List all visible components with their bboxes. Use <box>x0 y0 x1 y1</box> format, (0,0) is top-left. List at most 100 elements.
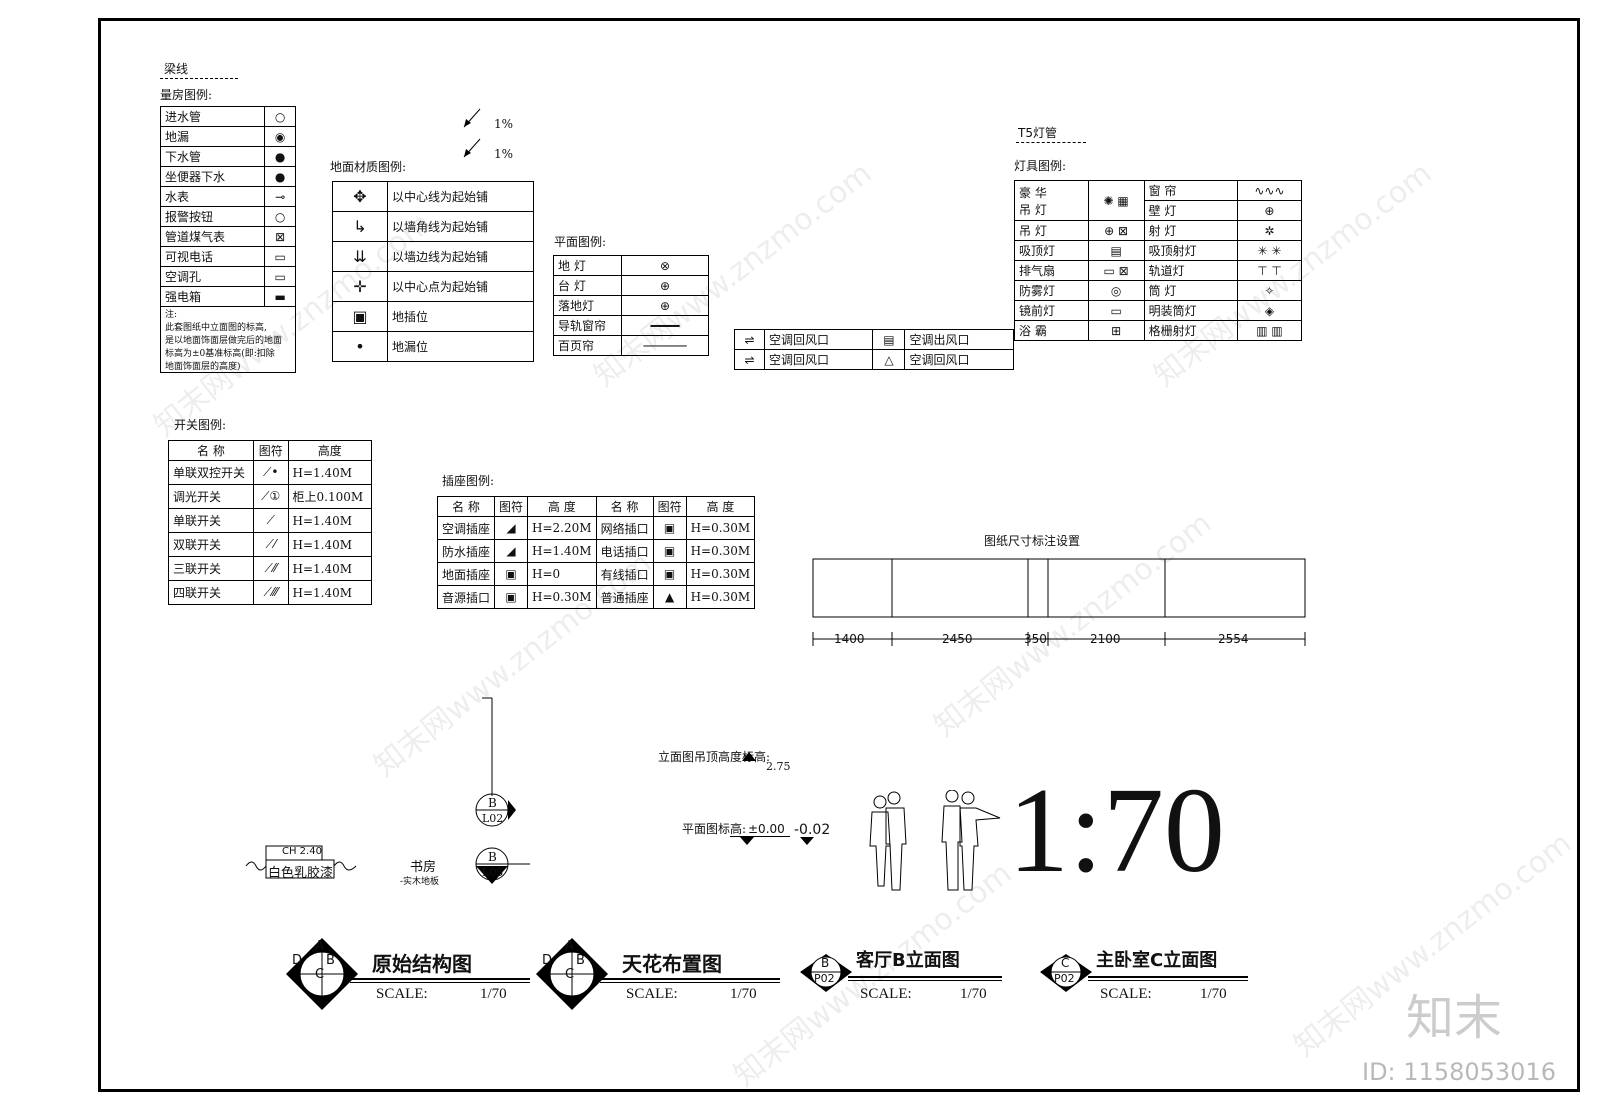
legend-row: ⇊以墙边线为起始铺 <box>332 241 534 272</box>
bath-symbol-icon: ▬ <box>264 286 296 307</box>
floor-symbol-icon: ⇊ <box>332 241 388 272</box>
index-sub: P02 <box>1054 972 1075 985</box>
ac-label: 空调出风口 <box>904 329 1014 350</box>
room-floor: -实木地板 <box>400 877 440 887</box>
ch-label: CH 2.40 <box>282 846 322 857</box>
marker-b2-sub: L05 <box>482 866 504 879</box>
socket-legend-title: 插座图例: <box>442 474 495 488</box>
table-row: 单联开关⟋H=1.40M <box>168 508 372 533</box>
socket-col: 图符 <box>494 496 529 517</box>
scale-ratio: 1/70 <box>480 986 507 1002</box>
lamp-label: 豪 华 吊 灯 <box>1014 180 1089 221</box>
switch-name: 三联开关 <box>168 556 254 581</box>
switch-symbol-icon: ⟋① <box>252 484 289 509</box>
lamp-symbol-icon: ▭ <box>1087 300 1145 321</box>
lamp-symbol-icon: ⊞ <box>1087 320 1145 341</box>
legend-label: 可视电话 <box>159 246 266 267</box>
lamp-label: 轨道灯 <box>1143 260 1238 281</box>
plan-legend-title: 平面图例: <box>554 235 607 249</box>
lamp-label: 镜前灯 <box>1014 300 1089 321</box>
socket-height: H=0 <box>527 562 597 586</box>
switch-height: H=1.40M <box>287 460 372 485</box>
legend-row: •地漏位 <box>332 331 534 362</box>
switch-name: 双联开关 <box>168 532 254 557</box>
socket-name: 空调插座 <box>436 516 496 540</box>
scale-ratio: 1/70 <box>960 986 987 1002</box>
socket-name: 电话插口 <box>595 539 654 563</box>
legend-row: 镜前灯▭明装筒灯◈ <box>1014 300 1303 321</box>
title-underline <box>1088 976 1248 981</box>
bath-legend-table: 进水管○地漏◉下水管●坐便器下水●水表⊸报警按钮○管道煤气表⊠可视电话▭空调孔▭… <box>159 106 296 373</box>
lamp-symbol-icon: ✺ ▦ <box>1087 180 1145 221</box>
socket-symbol-icon: ◢ <box>494 539 529 563</box>
floor-symbol-icon: ✥ <box>332 181 388 212</box>
socket-col: 高 度 <box>527 496 597 517</box>
plan-symbol-icon: ⊗ <box>621 255 709 276</box>
bath-symbol-icon: ● <box>264 146 296 167</box>
table-row: 双联开关⟋⁄H=1.40M <box>168 532 372 557</box>
switch-legend-title: 开关图例: <box>174 418 227 432</box>
index-sub: P02 <box>814 972 835 985</box>
legend-label: 报警按钮 <box>159 206 266 227</box>
socket-height: H=0.30M <box>685 562 756 586</box>
socket-height: H=2.20M <box>527 516 597 540</box>
lamp-symbol-icon: ◈ <box>1236 300 1303 321</box>
t5-line <box>1016 142 1086 143</box>
slope-b: 1% <box>494 147 514 161</box>
legend-row: 地漏◉ <box>159 126 296 147</box>
ac-label: 空调回风口 <box>763 349 874 370</box>
legend-row: 百页帘────── <box>553 335 709 356</box>
index-letter: B <box>821 956 830 970</box>
slope-arrows-icon <box>463 108 481 158</box>
legend-row: 浴 霸⊞格栅射灯▥ ▥ <box>1014 320 1303 341</box>
switch-name: 四联开关 <box>168 580 254 605</box>
dim-value: 350 <box>1024 632 1047 646</box>
legend-label: 以墙角线为起始铺 <box>387 211 534 242</box>
bath-legend-title: 量房图例: <box>160 88 213 102</box>
paint-label: 白色乳胶漆 <box>268 866 334 881</box>
legend-row: 管道煤气表⊠ <box>159 226 296 247</box>
socket-symbol-icon: ▲ <box>652 585 687 609</box>
plan-symbol-icon: ⊕ <box>621 295 709 316</box>
legend-label: 百页帘 <box>553 335 622 356</box>
index-letter: D <box>292 953 303 968</box>
socket-height: H=0.30M <box>685 539 756 563</box>
marker-b1-sub: L02 <box>482 812 504 825</box>
legend-row: ↳以墙角线为起始铺 <box>332 211 534 242</box>
socket-name: 普通插座 <box>595 585 654 609</box>
index-symbol-icon <box>286 938 358 1010</box>
bath-symbol-icon: ▭ <box>264 246 296 267</box>
lamp-symbol-icon: ⊤ ⊤ <box>1236 260 1303 281</box>
legend-row: 导轨窗帘━━━━ <box>553 315 709 336</box>
lamp-symbol-icon: ▭ ⊠ <box>1087 260 1145 281</box>
socket-symbol-icon: ◢ <box>494 516 529 540</box>
lamp-legend-table: 豪 华 吊 灯✺ ▦窗 帘∿∿∿壁 灯⊕吊 灯⊕ ⊠射 灯✲吸顶灯▤吸顶射灯✳ … <box>1014 180 1303 341</box>
bath-symbol-icon: ○ <box>264 106 296 127</box>
legend-label: 地漏 <box>159 126 266 147</box>
ac-return-icon: ⇌ <box>734 349 765 370</box>
plan-elev-value-1: ±0.00 <box>748 822 785 836</box>
legend-label: 以中心点为起始铺 <box>387 271 534 302</box>
dim-value: 2554 <box>1218 632 1249 646</box>
legend-label: 坐便器下水 <box>159 166 266 187</box>
lamp-symbol-icon: ▥ ▥ <box>1236 320 1303 341</box>
dim-value: 1400 <box>834 632 865 646</box>
floor-symbol-icon: ▣ <box>332 301 388 332</box>
legend-row: 空调孔▭ <box>159 266 296 287</box>
index-letter: C <box>1061 956 1070 970</box>
legend-row: 水表⊸ <box>159 186 296 207</box>
legend-label: 管道煤气表 <box>159 226 266 247</box>
drawing-title: 主卧室C立面图 <box>1096 950 1218 971</box>
scale-label: SCALE: <box>1100 986 1152 1002</box>
switch-symbol-icon: ⟋⁄⁄ <box>252 556 289 581</box>
socket-col: 名 称 <box>595 496 654 517</box>
switch-col-name: 名 称 <box>168 440 254 461</box>
bath-note: 注: 此套图纸中立面图的标高, 是以地面饰面层做完后的地面 标高为±0基准标高(… <box>160 306 296 373</box>
lamp-label: 吊 灯 <box>1014 220 1089 241</box>
legend-label: 地漏位 <box>387 331 534 362</box>
lamp-label: 浴 霸 <box>1014 320 1089 341</box>
index-letter: A <box>565 939 574 954</box>
